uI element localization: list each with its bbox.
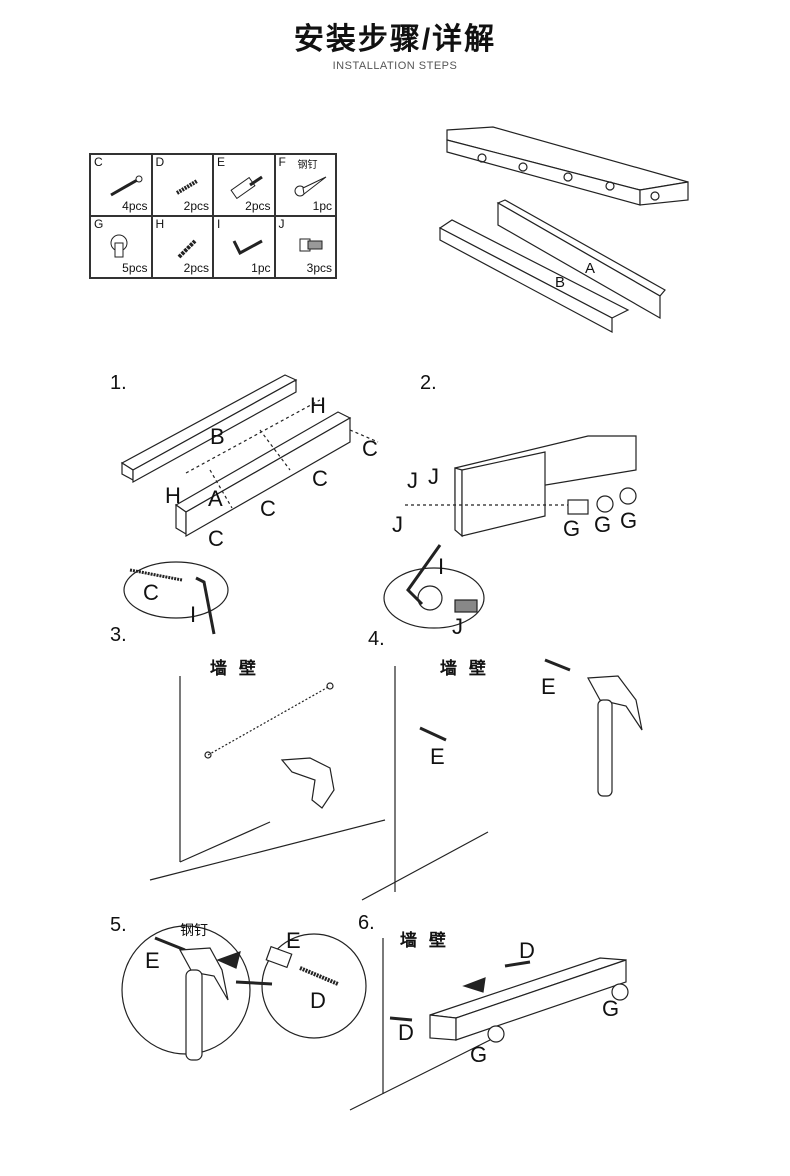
step1-label-c: C: [208, 526, 224, 551]
overview-shelf-drawing: [446, 126, 689, 206]
drill-screw-icon: [175, 179, 198, 195]
step3-wall-drawing: [149, 676, 386, 881]
step6-label-g: G: [470, 1042, 488, 1067]
part-cell-j: J 3pcs: [274, 216, 336, 278]
step3-wall-label: 墙 壁: [210, 659, 256, 679]
step5-label-e: E: [145, 948, 160, 973]
part-letter: C: [94, 155, 103, 169]
step1-zoom-label-i: I: [190, 602, 197, 627]
part-letter: J: [278, 217, 285, 231]
step2-zoom-circle: [383, 567, 485, 629]
part-letter: E: [217, 155, 226, 169]
overview-label-a: A: [585, 260, 596, 277]
step5-label-d: D: [310, 988, 326, 1013]
step2-label-j: J: [407, 468, 418, 493]
step1-zoom-circle: [123, 561, 229, 619]
part-cell-i: I 1pc: [213, 216, 275, 278]
part-letter: H: [155, 217, 165, 231]
part-qty: 2pcs: [183, 199, 209, 213]
hex-bolt-icon: [299, 238, 322, 252]
part-cell-h: H 2pcs: [151, 216, 213, 278]
step-number: 2.: [420, 372, 437, 394]
step6-label-d: D: [398, 1020, 414, 1045]
step2-zoom-label-i: I: [438, 554, 445, 579]
step2-allen-key: [406, 544, 442, 606]
step2-label-g: G: [563, 516, 581, 541]
step1-zoom-label-c: C: [143, 580, 159, 605]
step1-label-h: H: [165, 483, 181, 508]
step6-label-g: G: [602, 996, 620, 1021]
step1-label-h: H: [310, 393, 326, 418]
overview-board-b-drawing: [438, 219, 630, 334]
step4-wall-drawing: [361, 658, 643, 901]
peg-hook-icon: [110, 234, 128, 258]
part-cell-g: G 5pcs: [90, 216, 152, 278]
step4-label-e: E: [430, 744, 445, 769]
step4-label-e: E: [541, 674, 556, 699]
part-qty: 2pcs: [183, 261, 209, 275]
part-letter: I: [217, 217, 221, 231]
step6-wall-label: 墙 壁: [400, 931, 446, 951]
step1-label-c: C: [312, 466, 328, 491]
step1-assembly-drawing: [120, 374, 379, 538]
page-subtitle: INSTALLATION STEPS: [332, 60, 458, 72]
step5-zoom-right: [261, 933, 367, 1039]
step-number: 4.: [368, 628, 385, 650]
screw-icon: [110, 175, 143, 197]
parts-table: C 4pcs D 2pcs E 2pcs F 钢钉 1pc G 5pcs H 2…: [89, 153, 337, 279]
step6-wall-drawing: [349, 938, 629, 1111]
step2-label-j: J: [428, 464, 439, 489]
step4-wall-label: 墙 壁: [440, 659, 486, 679]
part-cell-f: F 钢钉 1pc: [274, 154, 336, 216]
overview-board-a-drawing: [496, 199, 666, 320]
step2-zoom-label-j: J: [452, 614, 463, 639]
part-cell-e: E 2pcs: [213, 154, 275, 216]
part-cell-c: C 4pcs: [90, 154, 152, 216]
step5-nail-label: 钢钉: [180, 922, 208, 938]
page-title: 安装步骤/详解: [293, 23, 497, 56]
part-qty: 5pcs: [122, 261, 148, 275]
step1-label-a: A: [208, 486, 223, 511]
step1-label-c: C: [260, 496, 276, 521]
step1-allen-key: [195, 576, 216, 635]
wall-anchor-icon: [230, 175, 263, 199]
step-number: 1.: [110, 372, 127, 394]
step2-label-g: G: [594, 512, 612, 537]
step-number: 3.: [110, 624, 127, 646]
allen-key-icon: [232, 239, 263, 256]
step2-label-g: G: [620, 508, 638, 533]
part-note: 钢钉: [297, 160, 318, 171]
step-number: 5.: [110, 914, 127, 936]
part-letter: G: [94, 217, 104, 231]
overview-label-b: B: [555, 274, 566, 291]
step6-label-d: D: [519, 938, 535, 963]
steel-nail-icon: [294, 176, 326, 197]
part-qty: 1pc: [312, 199, 332, 213]
step5-drawing: [154, 936, 339, 1061]
part-qty: 1pc: [251, 261, 271, 275]
part-qty: 3pcs: [306, 261, 332, 275]
part-letter: D: [155, 155, 165, 169]
step1-label-c: C: [362, 436, 378, 461]
part-qty: 4pcs: [122, 199, 148, 213]
step2-assembly-drawing: [405, 435, 637, 538]
step5-label-e: E: [286, 928, 301, 953]
step-number: 6.: [358, 912, 375, 934]
part-cell-d: D 2pcs: [151, 154, 213, 216]
part-letter: F: [278, 155, 286, 169]
part-qty: 2pcs: [245, 199, 271, 213]
twist-screw-icon: [177, 239, 196, 259]
step1-label-b: B: [210, 424, 225, 449]
step2-label-j: J: [392, 512, 403, 537]
